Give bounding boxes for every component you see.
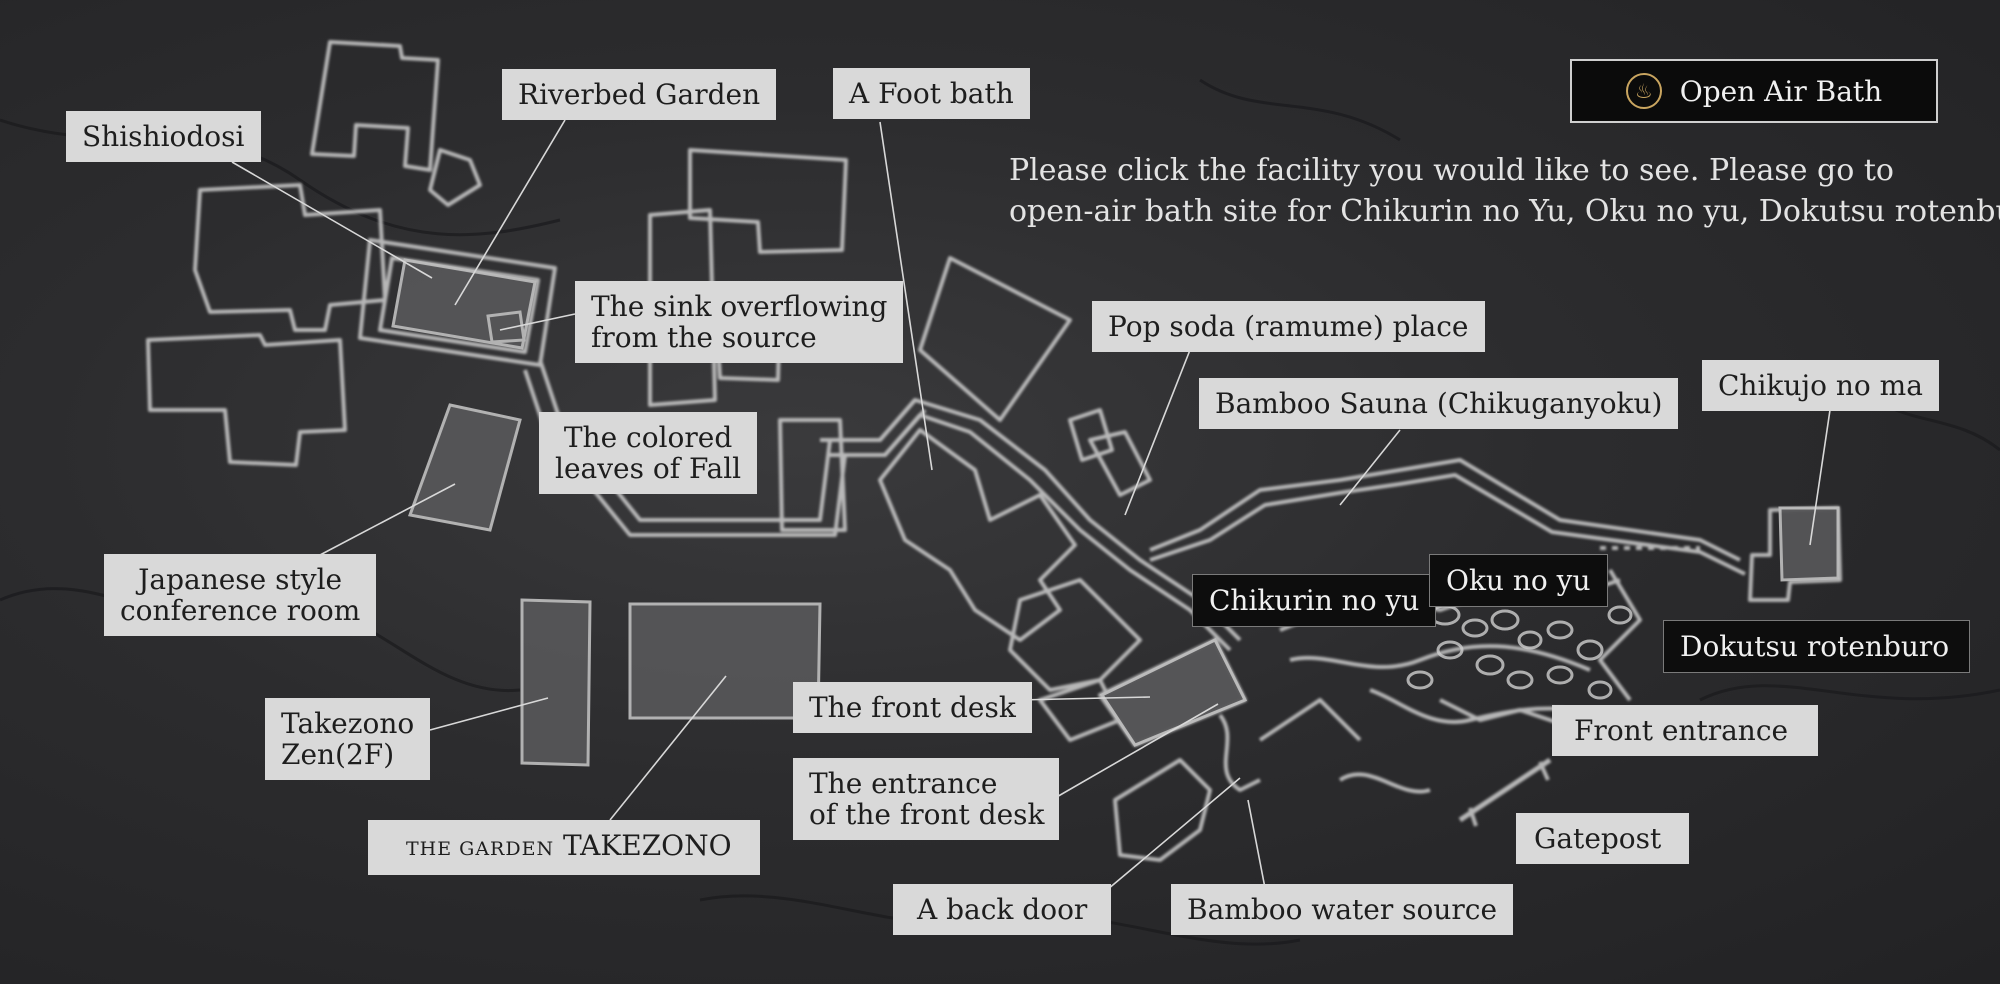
facility-gatepost[interactable]: Gatepost: [1516, 813, 1690, 864]
map-leader-lines: [231, 119, 1831, 901]
facility-label-text: Front entrance: [1574, 714, 1789, 747]
bath-dokutsu-rotenburo[interactable]: Dokutsu rotenburo: [1663, 620, 1971, 673]
facility-label-text: leaves of Fall: [555, 452, 742, 485]
facility-japanese-conference-room[interactable]: Japanese style conference room: [104, 554, 377, 636]
facility-label-text: Gatepost: [1534, 822, 1662, 855]
facility-riverbed-garden[interactable]: Riverbed Garden: [502, 69, 777, 120]
map-instruction: Please click the facility you would like…: [1009, 150, 2000, 232]
facility-label-text: from the source: [591, 321, 817, 354]
facility-sink-overflowing[interactable]: The sink overflowing from the source: [575, 281, 904, 363]
facility-label-text: The colored: [563, 421, 733, 454]
bath-oku-no-yu[interactable]: Oku no yu: [1429, 554, 1608, 607]
bath-label-text: Oku no yu: [1446, 564, 1591, 597]
facility-bamboo-sauna[interactable]: Bamboo Sauna (Chikuganyoku): [1199, 378, 1679, 429]
facility-label-text: Chikujo no ma: [1718, 369, 1923, 402]
facility-label-text: Zen(2F): [281, 738, 395, 771]
map-rooms: [391, 258, 1840, 767]
facility-front-desk-entrance[interactable]: The entrance of the front desk: [793, 758, 1059, 840]
facility-label-prefix: THE GARDEN: [406, 838, 555, 860]
facility-back-door[interactable]: A back door: [893, 884, 1112, 935]
facility-label-text: The sink overflowing: [591, 290, 888, 323]
facility-label-text: Shishiodosi: [82, 120, 245, 153]
facility-pop-soda[interactable]: Pop soda (ramume) place: [1092, 301, 1485, 352]
map-pebbles: [1406, 604, 1633, 700]
facility-label-text: Japanese style: [138, 563, 343, 596]
facility-front-entrance[interactable]: Front entrance: [1552, 705, 1819, 756]
facility-label-text: The front desk: [809, 691, 1016, 724]
bath-label-text: Chikurin no yu: [1209, 584, 1420, 617]
facility-label-text: Pop soda (ramume) place: [1108, 310, 1469, 343]
facility-label-text: of the front desk: [809, 798, 1045, 831]
facility-label-text: Bamboo Sauna (Chikuganyoku): [1215, 387, 1663, 420]
facility-label-text: Takezono: [281, 707, 415, 740]
facility-garden-takezono[interactable]: THE GARDEN TAKEZONO: [368, 820, 760, 875]
facility-label-text: A Foot bath: [849, 77, 1014, 110]
facility-bamboo-water-source[interactable]: Bamboo water source: [1171, 884, 1514, 935]
facility-label-text: The entrance: [809, 767, 998, 800]
facility-foot-bath[interactable]: A Foot bath: [833, 68, 1030, 119]
facility-chikujo-no-ma[interactable]: Chikujo no ma: [1702, 360, 1939, 411]
facility-label-text: conference room: [120, 594, 361, 627]
bath-label-text: Dokutsu rotenburo: [1680, 630, 1950, 663]
instruction-line-2: open-air bath site for Chikurin no Yu, O…: [1009, 194, 2000, 229]
facility-label-text: A back door: [917, 893, 1088, 926]
bath-chikurin-no-yu[interactable]: Chikurin no yu: [1192, 574, 1437, 627]
facility-label-text: Bamboo water source: [1187, 893, 1498, 926]
facility-front-desk[interactable]: The front desk: [793, 682, 1032, 733]
open-air-bath-button[interactable]: ♨ Open Air Bath: [1570, 59, 1938, 123]
onsen-crest-icon: ♨: [1625, 73, 1662, 109]
facility-colored-leaves[interactable]: The colored leaves of Fall: [539, 412, 758, 494]
facility-takezono-zen[interactable]: Takezono Zen(2F): [265, 698, 431, 780]
facility-label-text: Riverbed Garden: [518, 78, 761, 111]
facility-label-text: TAKEZONO: [563, 829, 732, 862]
instruction-line-1: Please click the facility you would like…: [1009, 153, 1894, 188]
open-air-bath-label: Open Air Bath: [1679, 74, 1883, 108]
facility-shishiodosi[interactable]: Shishiodosi: [66, 111, 261, 162]
